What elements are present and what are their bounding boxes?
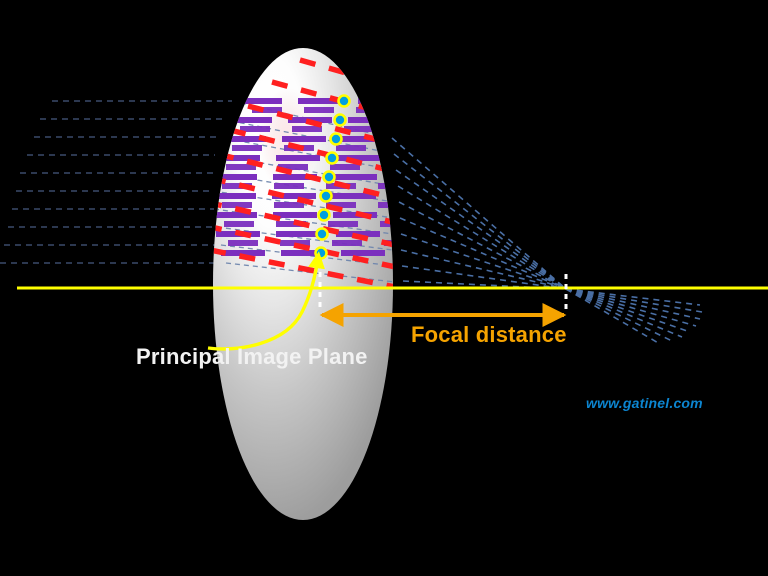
diverging-ray-group	[565, 288, 703, 345]
diverging-ray	[565, 288, 703, 313]
principal-plane-node	[319, 189, 333, 203]
diverging-ray	[565, 288, 673, 342]
principal-plane-node	[314, 246, 328, 260]
red-refracted-ray	[213, 199, 393, 261]
red-refracted-ray	[213, 223, 393, 283]
principal-plane-node	[315, 227, 329, 241]
watermark-label: www.gatinel.com	[586, 395, 703, 411]
principal-image-plane-label: Principal Image Plane	[136, 344, 368, 369]
diverging-ray	[565, 288, 701, 320]
diverging-ray	[565, 288, 701, 306]
incident-ray-group	[0, 100, 232, 264]
principal-plane-node	[337, 94, 351, 108]
principal-plane-node	[333, 113, 347, 127]
converging-ray	[399, 217, 567, 290]
diverging-ray	[565, 288, 697, 327]
converging-ray-group	[391, 137, 567, 290]
internal-guide-ray	[217, 136, 393, 172]
converging-ray	[395, 169, 567, 290]
principal-plane-node	[329, 132, 343, 146]
principal-plane-node	[317, 208, 331, 222]
callout-arrow	[207, 251, 325, 351]
focal-distance-label: Focal distance	[411, 322, 567, 347]
red-refracted-ray	[247, 103, 393, 163]
red-refracted-ray	[213, 175, 393, 239]
diverging-ray	[565, 288, 683, 338]
internal-guide-ray	[225, 262, 393, 284]
converging-ray	[401, 265, 567, 290]
principal-plane-node	[325, 151, 339, 165]
converging-ray	[400, 233, 567, 290]
principal-plane-node-group	[314, 94, 351, 260]
converging-ray	[398, 201, 567, 290]
red-refracted-ray	[217, 151, 393, 215]
converging-ray	[397, 185, 567, 290]
red-refracted-ray	[229, 127, 393, 189]
diverging-ray	[565, 288, 661, 345]
converging-ray	[393, 153, 567, 290]
internal-ray-group	[213, 57, 393, 303]
principal-plane-node	[322, 170, 336, 184]
red-refracted-ray	[213, 247, 393, 303]
converging-ray	[391, 137, 567, 290]
